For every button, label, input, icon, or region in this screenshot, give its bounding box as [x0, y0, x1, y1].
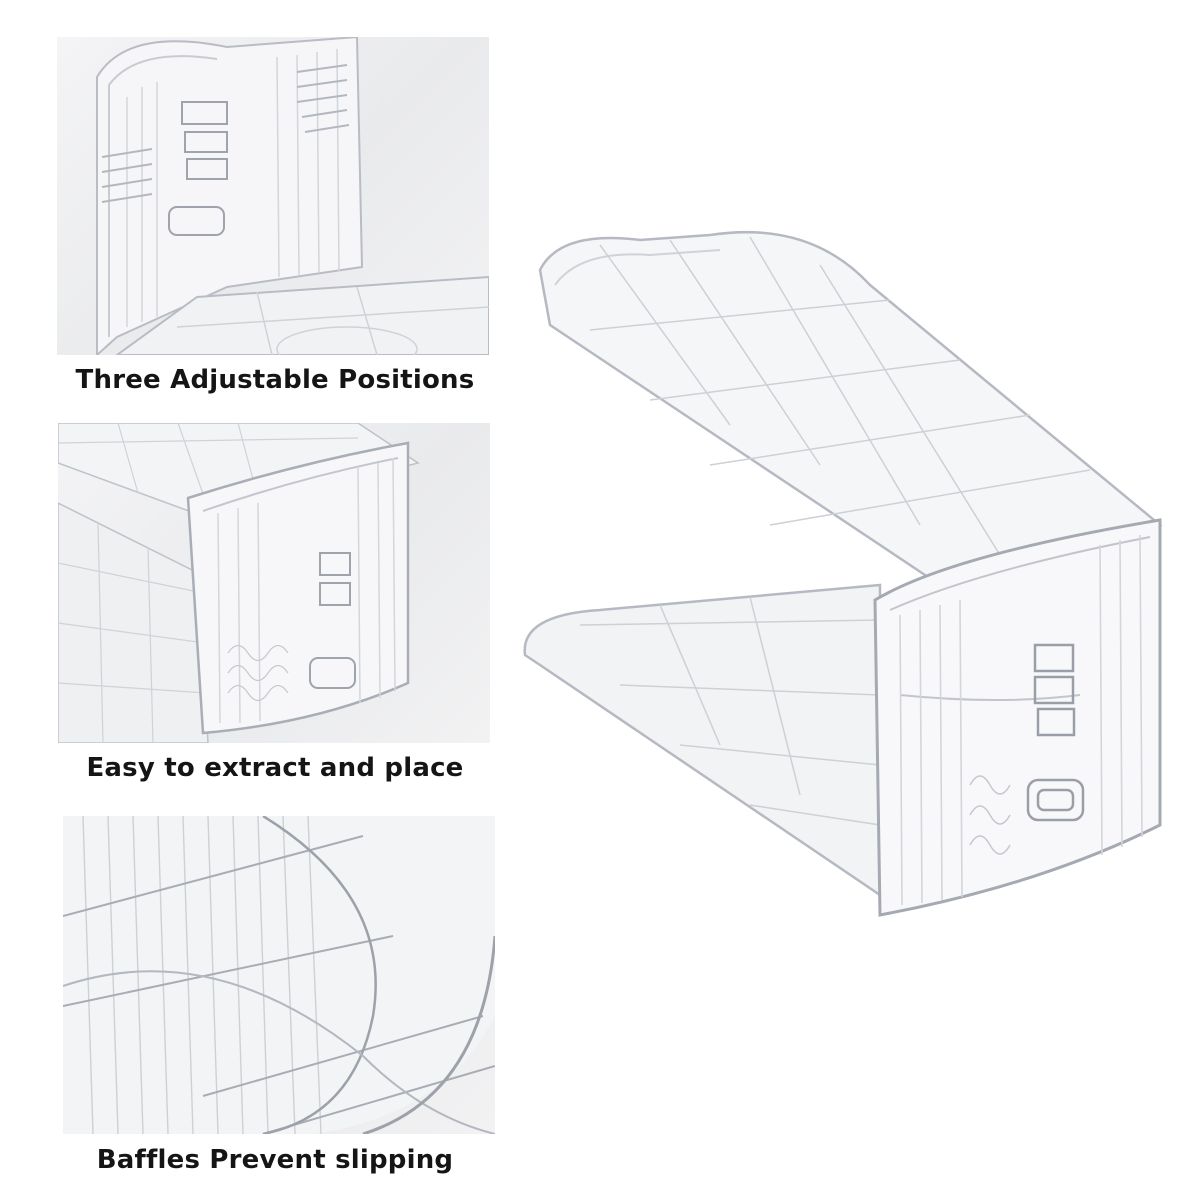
shoe-rack-riser-closeup [96, 37, 489, 355]
shoe-rack-baffle-closeup [63, 816, 495, 1134]
caption-baffles: Baffles Prevent slipping [96, 1145, 454, 1175]
feature-photo-baffles [63, 816, 495, 1134]
product-photo-shoe-rack [520, 225, 1170, 925]
feature-photo-easy-extract [58, 423, 490, 743]
shoe-rack-full-view [523, 230, 1163, 917]
shoe-rack-side-closeup [58, 423, 420, 743]
caption-adjustable-positions: Three Adjustable Positions [75, 365, 475, 395]
caption-easy-extract: Easy to extract and place [86, 753, 464, 783]
feature-photo-adjustable-positions [57, 37, 489, 355]
